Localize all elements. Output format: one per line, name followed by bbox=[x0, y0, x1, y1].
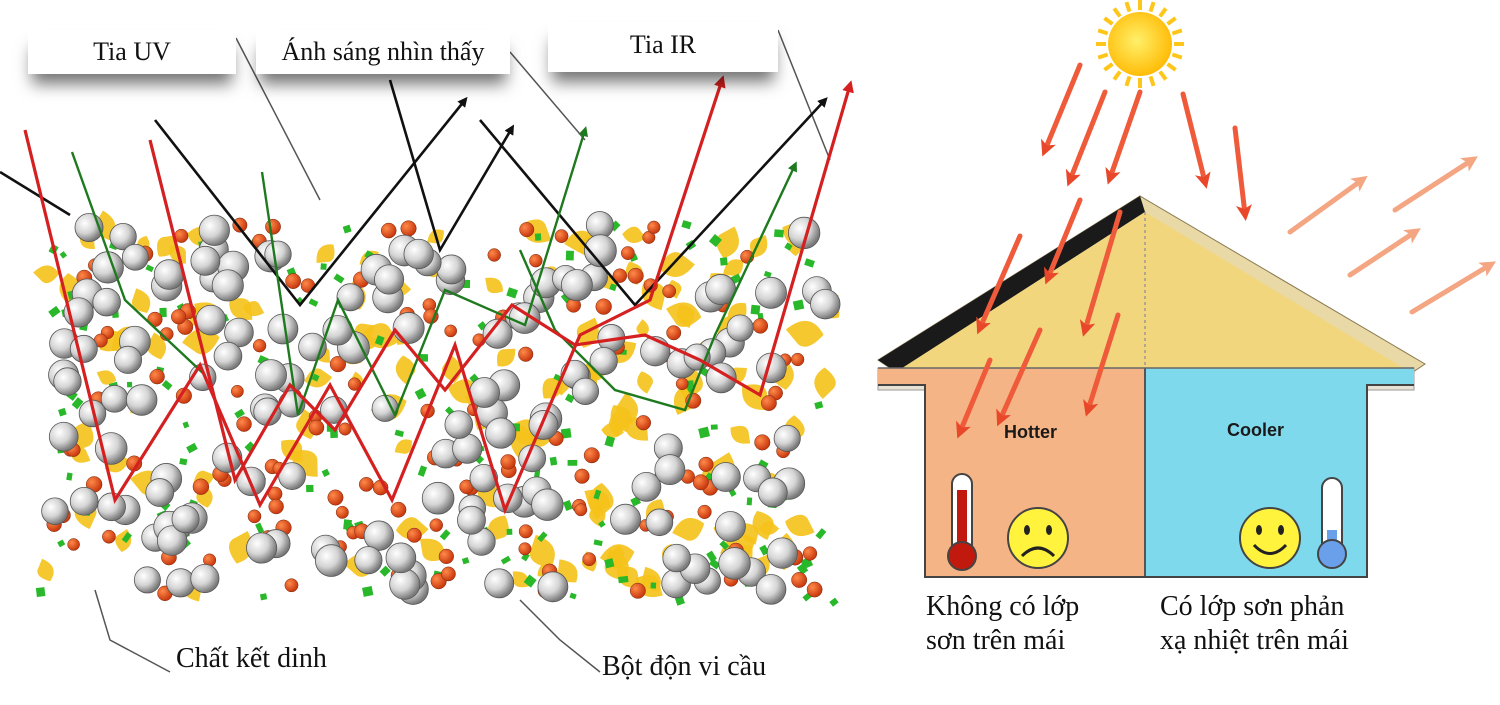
uv-rays bbox=[0, 79, 828, 308]
happy-face-icon bbox=[1239, 507, 1301, 569]
sun-icon bbox=[1108, 12, 1172, 76]
cooler-label: Cooler bbox=[1227, 420, 1285, 440]
thermometer-cold-icon bbox=[1317, 477, 1347, 569]
filler-label: Bột độn vi cầu bbox=[602, 651, 767, 682]
caption-left-line1: Không có lớp bbox=[926, 591, 1080, 622]
visible-light-rays bbox=[70, 126, 797, 418]
caption-right-line1: Có lớp sơn phản bbox=[1160, 591, 1345, 622]
reflected-rays bbox=[1287, 156, 1496, 315]
sun bbox=[1096, 0, 1184, 88]
visible-light-label: Ánh sáng nhìn thấy bbox=[256, 30, 510, 74]
binder-label: Chất kết dinh bbox=[176, 643, 327, 674]
uv-label: Tia UV bbox=[28, 30, 236, 74]
caption-right-line2: xạ nhiệt trên mái bbox=[1160, 625, 1349, 656]
label-leader-lines bbox=[94, 29, 831, 673]
caption-left-line2: sơn trên mái bbox=[926, 625, 1066, 656]
roof-right bbox=[1145, 212, 1410, 372]
ir-rays bbox=[23, 75, 854, 515]
ir-label: Tia IR bbox=[548, 22, 778, 72]
incoming-sun-rays bbox=[956, 62, 1252, 439]
house bbox=[877, 195, 1426, 578]
hotter-label: Hotter bbox=[1004, 422, 1057, 442]
coating-particles bbox=[33, 210, 841, 607]
thermometer-hot-icon bbox=[947, 473, 977, 571]
sad-face-icon bbox=[1007, 507, 1069, 569]
